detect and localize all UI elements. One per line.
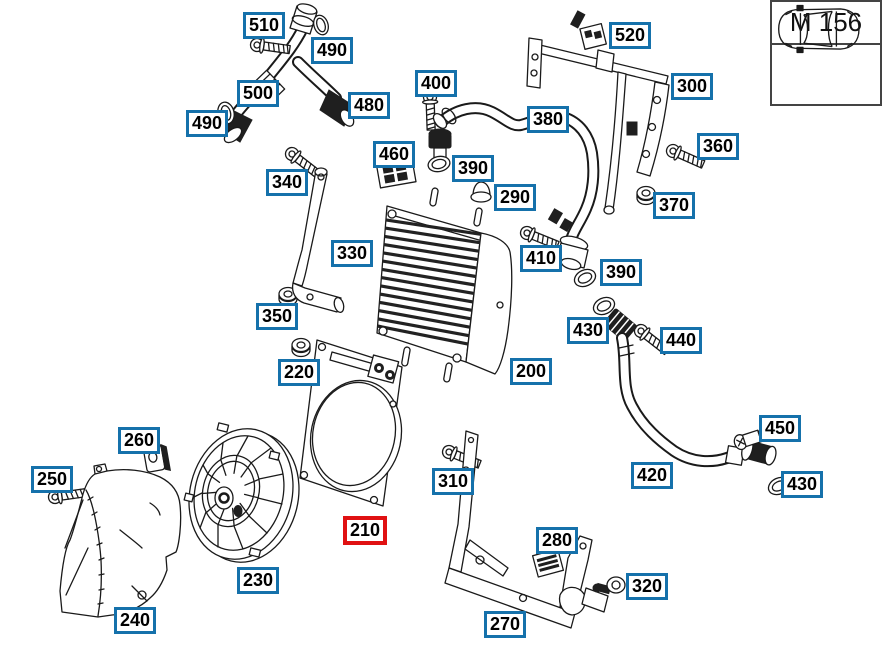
- o-ring-490-top: [313, 14, 329, 36]
- part-label-480[interactable]: 480: [348, 92, 391, 119]
- clip-280: [531, 548, 565, 578]
- clip-520: [570, 10, 607, 50]
- part-label-400[interactable]: 400: [415, 70, 458, 97]
- part-label-240[interactable]: 240: [114, 607, 157, 634]
- part-label-230[interactable]: 230: [237, 567, 280, 594]
- part-label-450[interactable]: 450: [759, 415, 802, 442]
- part-label-340[interactable]: 340: [266, 169, 309, 196]
- radiator-200: [376, 187, 513, 383]
- part-label-490[interactable]: 490: [186, 110, 229, 137]
- part-label-520[interactable]: 520: [609, 22, 652, 49]
- part-label-430[interactable]: 430: [567, 317, 610, 344]
- part-label-270[interactable]: 270: [484, 611, 527, 638]
- fan-shroud-240: [59, 463, 182, 618]
- part-label-440[interactable]: 440: [660, 327, 703, 354]
- part-label-460[interactable]: 460: [373, 141, 416, 168]
- fan-230: [183, 422, 300, 563]
- part-label-410[interactable]: 410: [520, 245, 563, 272]
- part-label-200[interactable]: 200: [510, 358, 553, 385]
- part-label-220[interactable]: 220: [278, 359, 321, 386]
- o-ring-390-top: [427, 155, 451, 173]
- part-label-430[interactable]: 430: [781, 471, 824, 498]
- part-label-250[interactable]: 250: [31, 466, 74, 493]
- fan-frame-210: [299, 339, 403, 507]
- part-label-510[interactable]: 510: [243, 12, 286, 39]
- part-label-350[interactable]: 350: [256, 303, 299, 330]
- car-top-view-icon: [772, 4, 880, 105]
- part-label-310[interactable]: 310: [432, 468, 475, 495]
- grommet-290: [470, 181, 492, 203]
- coolant-pipe-420: [616, 332, 777, 468]
- bracket-arm-330: [291, 167, 345, 313]
- part-label-260[interactable]: 260: [118, 427, 161, 454]
- radiator-cap: [428, 128, 452, 160]
- part-label-490[interactable]: 490: [311, 37, 354, 64]
- coolant-hose-480: [217, 3, 355, 144]
- nut-220: [291, 337, 311, 358]
- part-label-210-selected[interactable]: 210: [343, 516, 388, 545]
- part-label-360[interactable]: 360: [697, 133, 740, 160]
- part-label-330[interactable]: 330: [331, 240, 374, 267]
- part-label-300[interactable]: 300: [671, 73, 714, 100]
- part-label-390[interactable]: 390: [452, 155, 495, 182]
- part-label-320[interactable]: 320: [626, 573, 669, 600]
- part-label-500[interactable]: 500: [237, 80, 280, 107]
- part-label-370[interactable]: 370: [653, 192, 696, 219]
- part-label-420[interactable]: 420: [631, 462, 674, 489]
- bracket-270: [444, 430, 609, 629]
- part-label-390[interactable]: 390: [600, 259, 643, 286]
- model-panel: M 156: [770, 0, 882, 106]
- bracket-300: [526, 37, 670, 215]
- grommet-320: [592, 576, 626, 595]
- part-label-290[interactable]: 290: [494, 184, 537, 211]
- part-label-280[interactable]: 280: [536, 527, 579, 554]
- part-label-380[interactable]: 380: [527, 106, 570, 133]
